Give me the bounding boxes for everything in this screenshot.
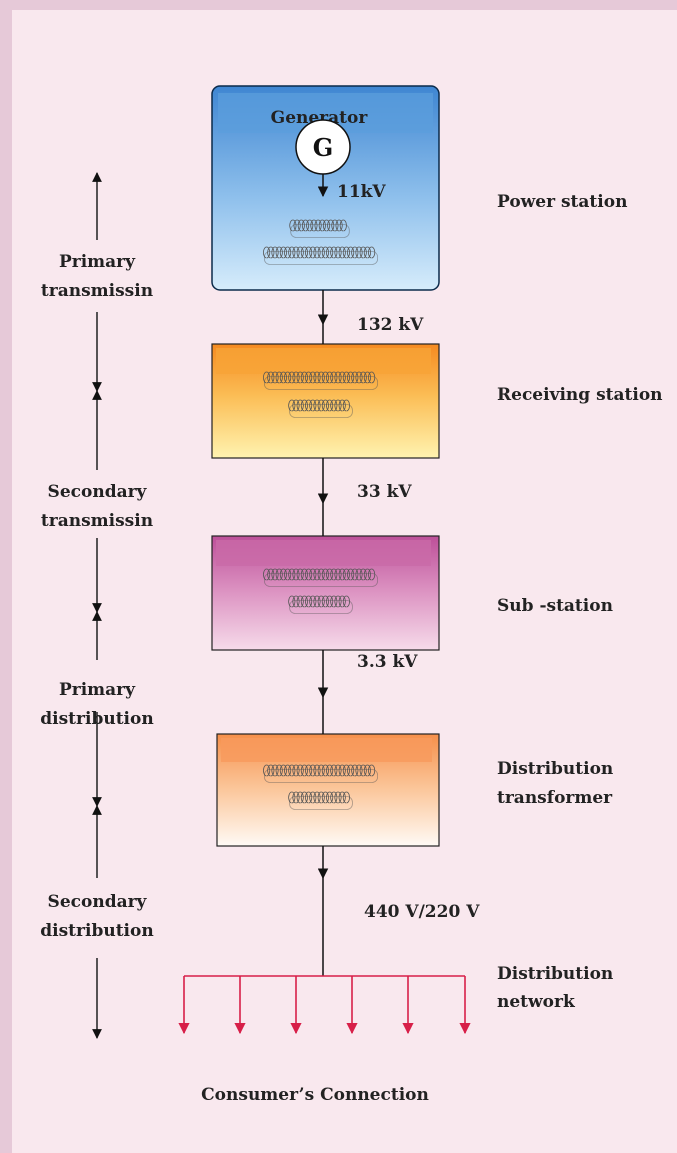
coil-core-ss-primary: [263, 573, 378, 587]
stage-distribution-transformer-line2: transformer: [497, 788, 613, 808]
coil-core-dt-secondary: [289, 796, 353, 810]
coil-core-rs-primary: [263, 376, 378, 390]
stage-distribution-transformer-line1: Distribution: [497, 759, 613, 779]
section-secondary-distribution-line2: distribution: [40, 921, 153, 941]
consumer-connection-label: Consumer’s Connection: [201, 1085, 429, 1105]
coil-winding-dt-primary: [263, 764, 376, 777]
generator-icon: G: [295, 119, 351, 175]
coil-winding-ss-secondary: [288, 595, 350, 608]
voltage-secondary-transmission: 33 kV: [357, 482, 412, 502]
section-secondary-transmission-line1: Secondary: [48, 482, 148, 502]
generator-label: Generator: [271, 108, 369, 128]
coil-winding-rs-secondary: [288, 399, 350, 412]
section-primary-transmission-line2: transmissin: [41, 281, 153, 301]
coil-core-ps-primary: [290, 224, 350, 238]
coil-core-ps-secondary: [263, 251, 378, 265]
coil-winding-dt-secondary: [288, 791, 350, 804]
sub-station-box: [211, 535, 440, 651]
stage-distribution-network-line1: Distribution: [497, 964, 613, 984]
voltage-secondary-distribution: 440 V/220 V: [364, 902, 480, 922]
voltage-primary-transmission: 132 kV: [357, 315, 424, 335]
distribution-transformer-coils: [263, 764, 378, 810]
coil-winding-ps-primary: [289, 219, 347, 232]
generator-symbol: G: [313, 133, 334, 162]
section-primary-transmission-line1: Primary: [59, 252, 136, 272]
section-primary-distribution-line2: distribution: [40, 709, 153, 729]
receiving-station-coils: [263, 371, 378, 418]
section-primary-distribution-line1: Primary: [59, 680, 136, 700]
sub-station-coils: [263, 568, 378, 614]
coil-winding-rs-primary: [263, 371, 376, 384]
stage-distribution-network-line2: network: [497, 992, 576, 1012]
distribution-network: [178, 975, 471, 1035]
coil-core-ss-secondary: [289, 600, 353, 614]
power-station-coils: [263, 219, 378, 265]
stage-sub-station: Sub -station: [497, 596, 613, 616]
coil-winding-ps-secondary: [263, 246, 376, 259]
coil-core-rs-secondary: [289, 404, 353, 418]
receiving-station-box: [211, 343, 440, 459]
section-secondary-transmission-line2: transmissin: [41, 511, 153, 531]
stage-receiving-station: Receiving station: [497, 385, 663, 405]
voltage-generation: 11kV: [337, 182, 386, 202]
coil-winding-ss-primary: [263, 568, 376, 581]
stage-power-station: Power station: [497, 192, 627, 212]
section-secondary-distribution-line1: Secondary: [48, 892, 148, 912]
coil-core-dt-primary: [263, 769, 378, 783]
voltage-primary-distribution: 3.3 kV: [357, 652, 418, 672]
distribution-transformer-box: [216, 733, 440, 847]
